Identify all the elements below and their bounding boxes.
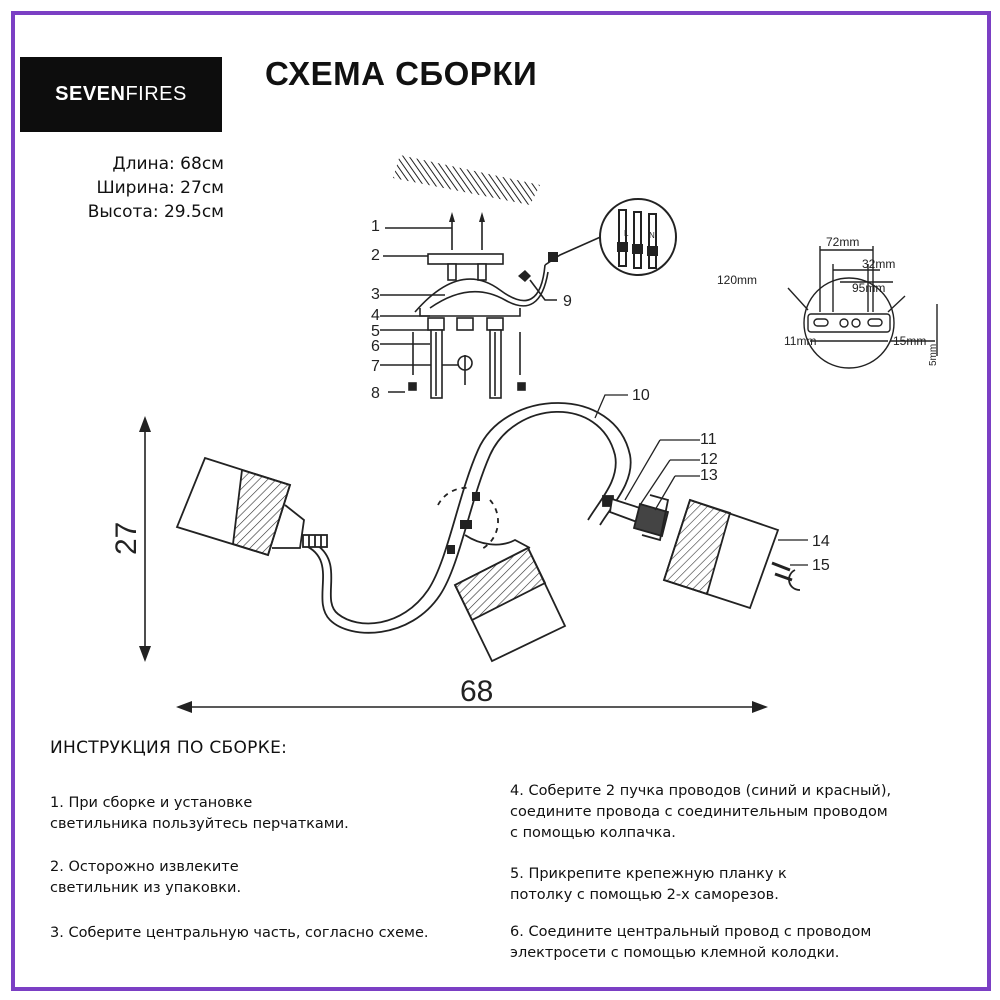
part-label-6: 6 bbox=[371, 338, 380, 355]
part-label-5: 5 bbox=[371, 323, 380, 340]
left-shade bbox=[175, 456, 328, 557]
plate-dim-120mm: 120mm bbox=[717, 273, 757, 287]
instruction-step-4: 4. Соберите 2 пучка проводов (синий и кр… bbox=[510, 783, 892, 841]
part-label-10: 10 bbox=[632, 387, 650, 404]
instruction-step-5: 5. Прикрепите крепежную планку к потолку… bbox=[510, 866, 787, 903]
lamp-arm bbox=[303, 402, 632, 634]
instruction-step-1: 1. При сборке и установке светильника по… bbox=[50, 795, 349, 832]
right-leaders bbox=[594, 394, 808, 566]
wire-mark-n: N bbox=[649, 231, 655, 240]
plate-dim-5mm: 5mm bbox=[928, 344, 939, 366]
instruction-step-3: 3. Соберите центральную часть, согласно … bbox=[50, 925, 429, 941]
part-label-4: 4 bbox=[371, 307, 380, 324]
width-dimension bbox=[139, 416, 151, 662]
dimensions-block: Длина: 68см Ширина: 27см Высота: 29.5см bbox=[88, 152, 224, 224]
part-label-8: 8 bbox=[371, 385, 380, 402]
part-label-2: 2 bbox=[371, 247, 380, 264]
plate-dim-95mm: 95mm bbox=[852, 281, 885, 295]
part-label-14: 14 bbox=[812, 533, 830, 550]
length-dimension bbox=[176, 701, 768, 713]
part-label-1: 1 bbox=[371, 218, 380, 235]
plate-dim-72mm: 72mm bbox=[826, 235, 859, 249]
logo-seven: SEVEN bbox=[55, 83, 126, 105]
part-label-15: 15 bbox=[812, 557, 830, 574]
logo-fires: FIRES bbox=[125, 83, 187, 105]
mounting-plate-detail bbox=[787, 246, 938, 369]
part-label-9: 9 bbox=[563, 293, 572, 310]
plate-dim-32mm: 32mm bbox=[862, 257, 895, 271]
instruction-step-2: 2. Осторожно извлеките светильник из упа… bbox=[50, 859, 242, 896]
instructions-heading: ИНСТРУКЦИЯ ПО СБОРКЕ: bbox=[50, 738, 288, 758]
center-shade bbox=[453, 534, 567, 663]
length-label: 68 bbox=[460, 675, 493, 708]
mounting-assembly bbox=[380, 212, 606, 399]
part-label-12: 12 bbox=[700, 451, 718, 468]
height-text: Высота: 29.5см bbox=[87, 202, 224, 222]
ceiling-shape bbox=[393, 155, 540, 205]
page-title: СХЕМА СБОРКИ bbox=[265, 55, 538, 92]
plate-dim-11mm: 11mm bbox=[784, 334, 816, 348]
part-label-3: 3 bbox=[371, 286, 380, 303]
plate-dim-15mm: 15mm bbox=[893, 334, 926, 348]
part-label-11: 11 bbox=[700, 431, 717, 448]
wire-mark-l: L bbox=[624, 229, 629, 238]
border-frame bbox=[11, 11, 991, 991]
length-text: Длина: 68см bbox=[112, 154, 224, 174]
wire-connector-detail bbox=[599, 198, 677, 276]
instruction-step-6: 6. Соедините центральный провод с провод… bbox=[510, 924, 872, 961]
part-label-7: 7 bbox=[371, 358, 380, 375]
width-label: 27 bbox=[110, 522, 143, 555]
width-text: Ширина: 27см bbox=[96, 178, 224, 198]
right-shade bbox=[602, 494, 801, 610]
part-label-13: 13 bbox=[700, 467, 718, 484]
